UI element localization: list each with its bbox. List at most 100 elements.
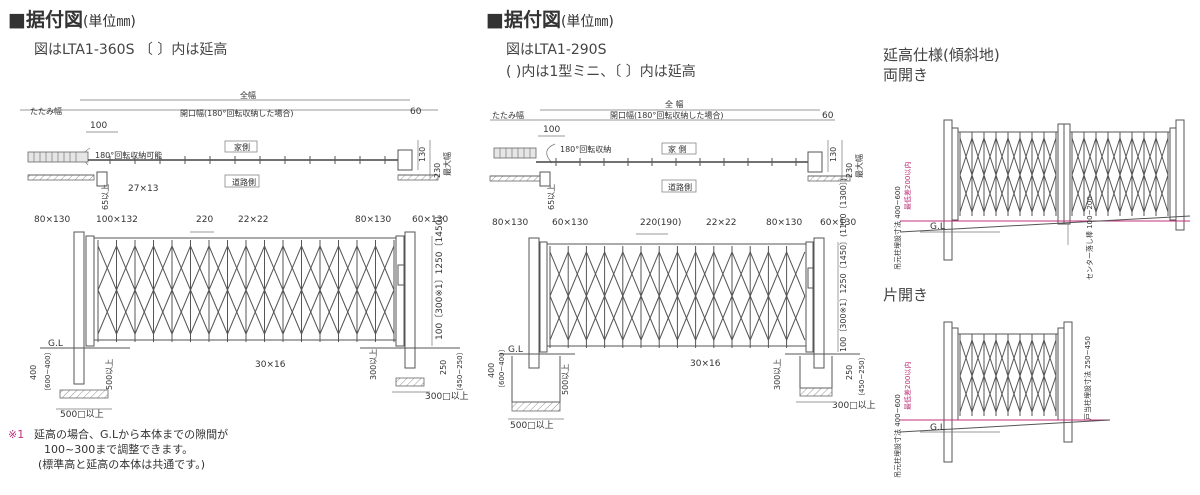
- lattice-diagonal: [301, 289, 321, 335]
- lattice-diagonal: [1107, 137, 1121, 176]
- lattice-diagonal: [567, 251, 587, 297]
- lattice-diagonal: [749, 251, 769, 297]
- single-lattice: [959, 334, 1057, 416]
- lattice-diagonal: [713, 251, 733, 297]
- lattice-diagonal: [1019, 137, 1033, 176]
- lattice-diagonal: [983, 137, 997, 176]
- lattice-diagonal: [983, 174, 997, 213]
- left-subtitle: 図はLTA1-360S 〔 〕内は延高: [34, 41, 227, 58]
- left-plan-230: 230: [433, 163, 442, 178]
- double-center: センター落し棒 100~200: [1085, 196, 1094, 280]
- lattice-diagonal: [1031, 137, 1045, 176]
- lattice-diagonal: [640, 251, 660, 297]
- lattice-diagonal: [786, 251, 806, 297]
- lattice-diagonal: [1155, 174, 1169, 213]
- mid-elev-22x22: 22×22: [706, 218, 736, 228]
- lattice-diagonal: [604, 251, 624, 297]
- lattice-diagonal: [622, 251, 642, 297]
- left-elev-100x132: 100×132: [96, 215, 138, 225]
- lattice-diagonal: [695, 295, 715, 341]
- lattice-diagonal: [171, 245, 191, 291]
- lattice-diagonal: [227, 289, 247, 335]
- mid-elev-450-250: 〔450~250〕: [858, 353, 866, 400]
- lattice-diagonal: [1043, 339, 1057, 377]
- single-opening-diagram: G.L 最低差200以内 吊元柱埋設寸法 400~600 戸当柱埋設寸法 250…: [893, 321, 1111, 478]
- double-post: 吊元柱埋設寸法 400~600: [893, 186, 902, 270]
- lattice-diagonal: [1043, 137, 1057, 176]
- left-elev-250: 250: [439, 360, 448, 375]
- mid-plan-230: 230: [845, 163, 854, 178]
- lattice-diagonal: [676, 251, 697, 297]
- left-plan-100: 100: [90, 121, 107, 131]
- double-lattice-right: [1071, 132, 1169, 216]
- mid-elev-height: 100〔300※1〕1250〔1450〕(1100〔1300〕): [839, 178, 848, 352]
- lattice-diagonal: [1007, 174, 1021, 213]
- mid-panel: ■据付図(単位㎜) 図はLTA1-290S ( )内は1型ミニ、〔 〕内は延高 …: [486, 8, 876, 431]
- lattice-diagonal: [264, 245, 284, 291]
- left-elev-30x16: 30×16: [255, 360, 286, 370]
- lattice-diagonal: [1031, 339, 1045, 377]
- left-plan-kaikou: 開口幅(180°回転収納した場合): [180, 108, 294, 118]
- lattice-diagonal: [319, 289, 339, 335]
- lattice-diagonal: [731, 295, 751, 341]
- lattice-diagonal: [282, 289, 302, 335]
- lattice-diagonal: [640, 295, 660, 341]
- left-elev-300sq: 300□以上: [425, 391, 469, 402]
- double-max: 最低差200以内: [903, 162, 912, 210]
- lattice-diagonal: [959, 174, 973, 213]
- left-plan-180: 180°回転収納可能: [95, 150, 162, 160]
- lattice-diagonal: [208, 245, 228, 291]
- lattice-diagonal: [245, 245, 265, 291]
- single-max: 最低差200以内: [903, 362, 912, 410]
- lattice-diagonal: [695, 251, 715, 297]
- lattice-diagonal: [658, 295, 678, 341]
- lattice-diagonal: [567, 295, 587, 341]
- lattice-diagonal: [338, 245, 358, 291]
- left-elev-500sq: 500□以上: [60, 409, 104, 420]
- mid-elev-80x130-b: 80×130: [766, 218, 802, 228]
- left-elev-300: 300以上: [369, 349, 378, 380]
- lattice-diagonal: [116, 289, 136, 335]
- left-plan-tatami: たたみ幅: [30, 106, 62, 116]
- lattice-diagonal: [713, 295, 733, 341]
- lattice-diagonal: [676, 295, 697, 341]
- left-plan-rail-ticks: [109, 156, 386, 164]
- mid-elev-gl: G.L: [508, 345, 523, 355]
- lattice-diagonal: [767, 251, 788, 297]
- lattice-diagonal: [356, 289, 376, 335]
- lattice-diagonal: [208, 289, 228, 335]
- lattice-diagonal: [375, 289, 395, 335]
- mid-elev-220: 220(190): [640, 218, 681, 228]
- mid-plan-doro: 道路側: [668, 182, 692, 192]
- mid-title: ■据付図(単位㎜): [486, 8, 614, 31]
- right-single-label: 片開き: [883, 286, 928, 304]
- lattice-diagonal: [1143, 137, 1157, 176]
- lattice-diagonal: [153, 289, 173, 335]
- lattice-diagonal: [319, 245, 339, 291]
- lattice-diagonal: [356, 245, 376, 291]
- left-plan-stack: [33, 152, 77, 162]
- footnote-line-3: (標準高と延高の本体は共通です。): [38, 457, 205, 471]
- mid-elev-500: 500以上: [561, 364, 570, 395]
- mid-plan-yashiki: 家 側: [668, 144, 687, 154]
- lattice-diagonal: [1083, 137, 1097, 176]
- left-plan-saidai: 最大幅: [442, 152, 452, 176]
- left-elev-22x22: 22×22: [238, 215, 268, 225]
- footnote-mark: ※1: [8, 428, 24, 441]
- lattice-diagonal: [959, 339, 973, 377]
- lattice-diagonal: [1043, 375, 1057, 413]
- lattice-diagonal: [767, 295, 788, 341]
- left-plan-60: 60: [410, 107, 422, 117]
- left-footnote: ※1 延高の場合、G.Lから本体までの隙間が 100~300まで調整できます。 …: [8, 427, 228, 471]
- lattice-diagonal: [622, 295, 642, 341]
- lattice-diagonal: [171, 289, 191, 335]
- lattice-diagonal: [134, 245, 154, 291]
- left-elev-600-400: 〔600~400〕: [44, 348, 52, 395]
- left-elev-450-250: 〔450~250〕: [456, 348, 464, 395]
- left-elev-80x130-a: 80×130: [34, 215, 70, 225]
- mid-subtitle-1: 図はLTA1-290S: [506, 42, 607, 58]
- lattice-diagonal: [995, 137, 1009, 176]
- lattice-diagonal: [190, 245, 210, 291]
- mid-plan-130: 130: [829, 147, 838, 162]
